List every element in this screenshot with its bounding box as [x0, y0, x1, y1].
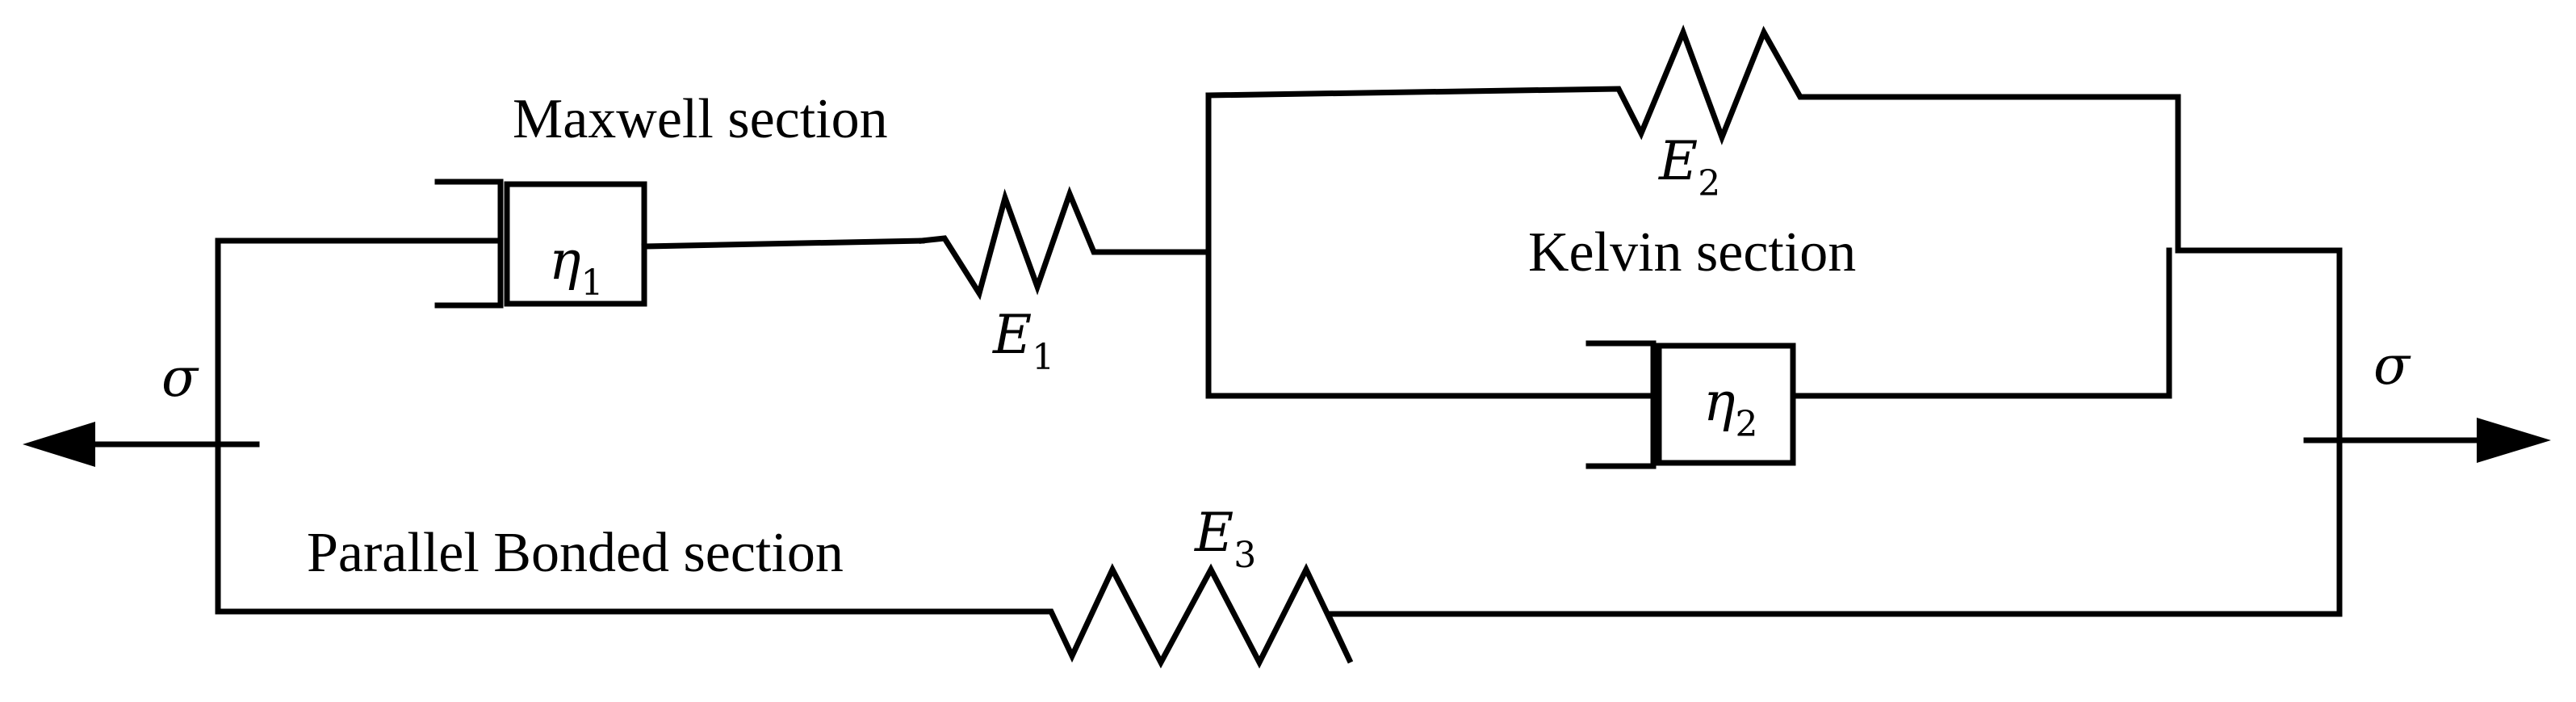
e1-symbol: E1 [992, 304, 1054, 378]
left-stress-arrow [23, 422, 260, 467]
dashpot-eta2-piston [1656, 343, 1796, 466]
maxwell-wire-middle [641, 238, 925, 250]
spring-e1 [919, 186, 1212, 301]
sigma-right-symbol: σ [2373, 334, 2411, 397]
spring-e3 [215, 563, 2343, 669]
right-stress-arrow [2303, 418, 2551, 463]
dashpot-eta2-cylinder [1585, 340, 1657, 469]
kelvin-section-label: Kelvin section [1528, 221, 1856, 284]
kelvin-wire-lower-right [1790, 247, 2172, 399]
dashpot-eta2 [1585, 340, 1796, 469]
right-terminal-bar [2175, 247, 2343, 617]
left-arrowhead [23, 422, 95, 467]
e3-symbol: E3 [1194, 502, 1256, 576]
sigma-left-symbol: σ [161, 347, 199, 409]
e2-symbol: E2 [1658, 130, 1720, 204]
dashpot-eta1-cylinder [434, 179, 504, 309]
eta1-symbol: η1 [549, 229, 604, 304]
eta2-symbol: η2 [1703, 371, 1758, 445]
spring-e2 [1205, 24, 2181, 254]
maxwell-section-label: Maxwell section [513, 88, 888, 150]
right-arrowhead [2477, 418, 2551, 463]
parallel-bonded-section-label: Parallel Bonded section [307, 522, 844, 584]
